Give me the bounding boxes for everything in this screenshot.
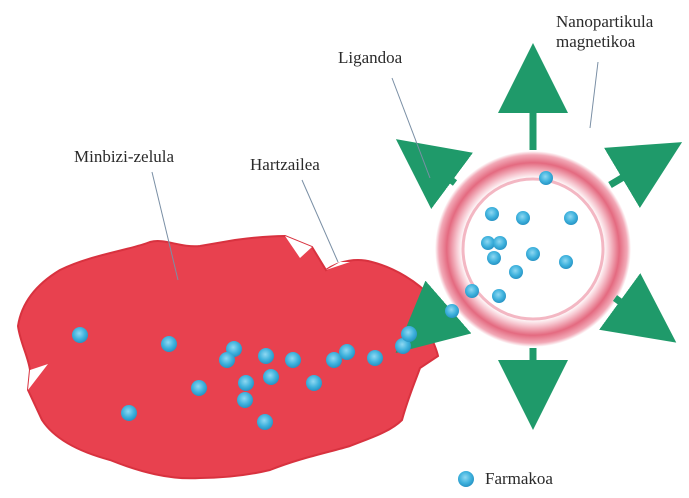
drug-dot	[121, 405, 137, 421]
label-cancer-cell: Minbizi-zelula	[74, 147, 174, 167]
label-nanoparticle: Nanopartikula magnetikoa	[556, 12, 653, 52]
drug-dot	[237, 392, 253, 408]
label-nanoparticle-line1: Nanopartikula	[556, 12, 653, 32]
leader-line-nanoparticle	[590, 62, 598, 128]
ligand-arrow	[615, 298, 648, 322]
drug-dot	[509, 265, 523, 279]
drug-dot	[516, 211, 530, 225]
drug-dot	[559, 255, 573, 269]
drug-dot	[306, 375, 322, 391]
drug-dot	[285, 352, 301, 368]
drug-dot	[526, 247, 540, 261]
drug-dot	[465, 284, 479, 298]
drug-dot	[191, 380, 207, 396]
legend-drug-label: Farmakoa	[485, 469, 553, 489]
drug-dot	[263, 369, 279, 385]
drug-dot	[445, 304, 459, 318]
drug-dot	[493, 236, 507, 250]
drug-dot	[564, 211, 578, 225]
drug-dot	[401, 326, 417, 342]
label-ligand: Ligandoa	[338, 48, 402, 68]
drug-dot	[219, 352, 235, 368]
drug-dot	[367, 350, 383, 366]
ligand-arrow	[610, 160, 652, 185]
drug-dot	[487, 251, 501, 265]
drug-dot	[492, 289, 506, 303]
drug-dot	[257, 414, 273, 430]
label-nanoparticle-line2: magnetikoa	[556, 32, 653, 52]
drug-dot	[539, 171, 553, 185]
drug-dot	[72, 327, 88, 343]
ligand-arrow	[424, 160, 455, 183]
drug-dot	[485, 207, 499, 221]
legend-drug-icon	[458, 471, 474, 487]
drug-dot	[161, 336, 177, 352]
drug-dot	[238, 375, 254, 391]
drug-dot	[339, 344, 355, 360]
drug-dot	[258, 348, 274, 364]
label-receptor: Hartzailea	[250, 155, 320, 175]
drug-dot	[481, 236, 495, 250]
leader-line-ligand	[392, 78, 430, 178]
